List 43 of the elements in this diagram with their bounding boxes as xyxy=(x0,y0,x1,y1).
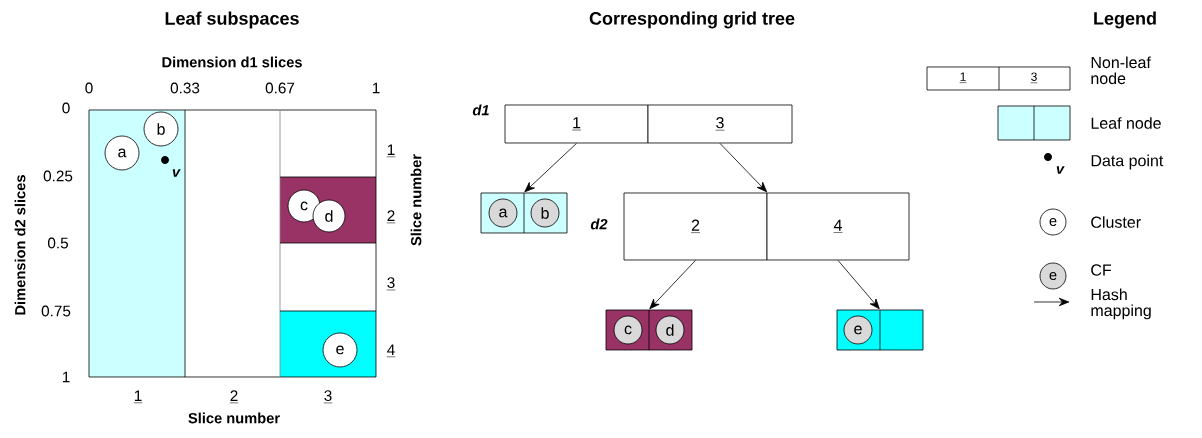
tick-label: 1 xyxy=(62,371,70,383)
tick-label: 0 xyxy=(62,102,70,114)
slice-number: 3 xyxy=(386,277,396,291)
axis-title: Slice number xyxy=(410,154,422,246)
legend-text: Hash mapping xyxy=(1091,288,1151,320)
legend-text: Non-leaf node xyxy=(1091,56,1151,85)
tree-cell: 2 xyxy=(623,192,768,261)
heading: Legend xyxy=(1094,11,1156,29)
legend-text: CF xyxy=(1091,264,1112,276)
heading: Leaf subspaces xyxy=(165,11,299,29)
tick-label: 1 xyxy=(372,82,380,94)
tree-cell: 4 xyxy=(766,192,910,261)
slice-number: 2 xyxy=(229,390,239,404)
arrow xyxy=(649,260,696,310)
level-label: d1 xyxy=(472,104,489,116)
arrow xyxy=(524,143,577,193)
tree-cell: 3 xyxy=(647,104,793,144)
tick-label: 0.75 xyxy=(41,305,71,317)
tick-label: 0.5 xyxy=(47,237,69,249)
arrow xyxy=(719,143,768,193)
tick-label: 0 xyxy=(85,82,93,94)
non-leaf-node-sample: 1 3 xyxy=(926,66,1071,91)
legend-text: Data point xyxy=(1091,154,1164,170)
legend-text: Leaf node xyxy=(1091,117,1161,129)
slice-number: 1 xyxy=(133,390,143,404)
label: 3 xyxy=(1031,72,1037,81)
tree-cell: 1 xyxy=(504,104,649,144)
axis-title: Slice number xyxy=(188,412,280,424)
tick-label: 0.33 xyxy=(170,82,200,94)
tick-label: 0.67 xyxy=(265,82,295,94)
heading: Corresponding grid tree xyxy=(589,11,795,29)
slice-number: 1 xyxy=(386,144,396,158)
slice-number: 2 xyxy=(386,210,396,224)
axis-title: Dimension d2 slices xyxy=(14,175,26,315)
point-label: v xyxy=(172,169,181,177)
slice-number: 4 xyxy=(386,344,396,358)
tick-label: 0.25 xyxy=(43,170,73,182)
legend-text: Cluster xyxy=(1091,216,1141,228)
slice-number: 3 xyxy=(323,390,333,404)
arrow xyxy=(837,260,880,310)
level-label: d2 xyxy=(590,218,608,230)
label: 1 xyxy=(960,72,966,81)
axis-title: Dimension d1 slices xyxy=(162,56,302,68)
